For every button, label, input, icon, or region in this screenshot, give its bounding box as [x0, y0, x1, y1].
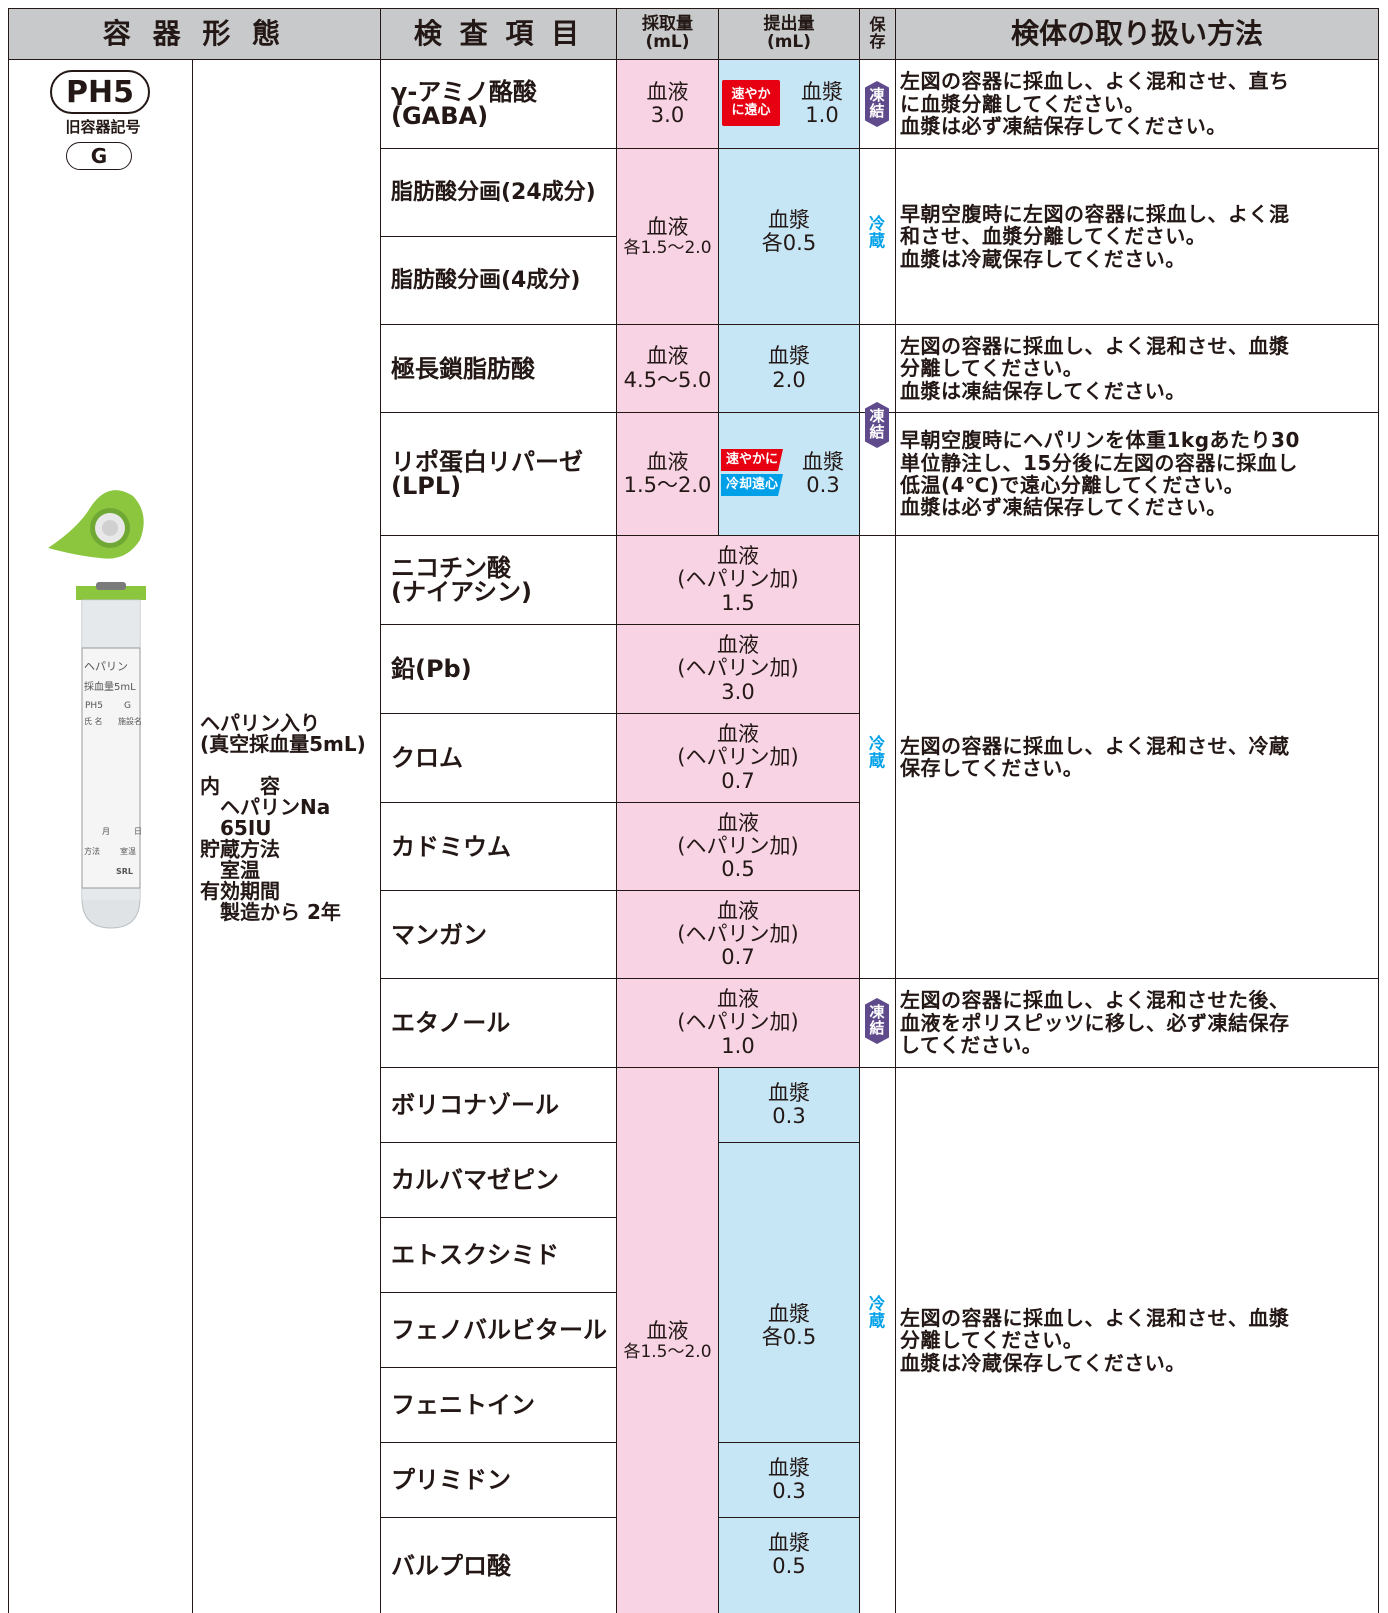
tube-label-line: G [124, 701, 131, 711]
old-code-label: 旧容器記号 [65, 118, 141, 136]
test-item: カドミウム [391, 832, 511, 861]
test-item: マンガン [391, 920, 487, 949]
test-item: γ-アミノ酪酸 (GABA) [391, 78, 537, 130]
tube-label-line: 施設名 [118, 716, 142, 726]
test-item: ニコチン酸 (ナイアシン) [391, 554, 532, 606]
tube-label-line: 日 [134, 827, 142, 836]
combined-amount: 血液(ヘパリン加)1.5 [677, 544, 799, 615]
test-item: バルプロ酸 [391, 1551, 511, 1580]
fast-centrifuge-stamp: 速やかに遠心 [722, 80, 780, 126]
prop-line: 内 容 [200, 774, 280, 798]
test-item: クロム [391, 744, 463, 772]
prop-line: ヘパリンNa [200, 795, 331, 819]
container-code-pill: PH5 [50, 70, 150, 114]
header-collection-amount: 採取量 (mL) [616, 8, 719, 60]
handling-text: 左図の容器に採血し、よく混和させ、血漿 分離してください。 血漿は凍結保存してく… [900, 333, 1290, 403]
specimen-table: 容 器 形 態 検 査 項 目 採取量 (mL) 提出量 (mL) 保 存 検体… [8, 8, 1379, 1613]
test-item: 脂肪酸分画(24成分) [391, 179, 596, 205]
cold-centrifuge-stamp: 冷却遠心 [721, 474, 783, 496]
collection-bg-2 [616, 1067, 719, 1613]
tube-label-line: 採血量5mL [84, 680, 136, 693]
submission-amount: 血漿各0.5 [761, 208, 817, 256]
frozen-badge: 凍結 [865, 998, 889, 1044]
handling-text: 左図の容器に採血し、よく混和させた後、 血液をポリスピッツに移し、必ず凍結保存 … [900, 988, 1290, 1058]
prop-line: 65IU [200, 816, 272, 840]
handling-text: 左図の容器に採血し、よく混和させ、血漿 分離してください。 血漿は冷蔵保存してく… [900, 1305, 1290, 1375]
tube-label-line: PH5 [85, 701, 103, 711]
test-item: ボリコナゾール [391, 1091, 559, 1119]
handling-text: 左図の容器に採血し、よく混和させ、直ち に血漿分離してください。 血漿は必ず凍結… [900, 69, 1290, 139]
old-code-pill: G [66, 142, 132, 170]
header-storage: 保 存 [859, 8, 896, 60]
tube-label-line: 氏 名 [84, 716, 103, 726]
refrigerated-label: 冷蔵 [868, 1294, 885, 1330]
heparin-tube-icon: ヘパリン 採血量5mL PH5 G 氏 名 施設名 月 日 方法 室温 SRL [48, 490, 146, 929]
submission-bg-2 [718, 1067, 860, 1613]
refrigerated-label: 冷蔵 [868, 734, 885, 770]
test-item: 脂肪酸分画(4成分) [391, 267, 581, 293]
tube-label-line: 月 [102, 827, 110, 836]
test-item: 極長鎖脂肪酸 [391, 354, 535, 383]
test-item: プリミドン [391, 1466, 511, 1494]
combined-amount: 血液(ヘパリン加)0.5 [677, 810, 799, 882]
combined-amount: 血液(ヘパリン加)0.7 [677, 898, 799, 970]
tube-label-line: 方法 [84, 846, 100, 856]
prop-line: 有効期間 [200, 879, 280, 903]
prop-line: ヘパリン入り [200, 711, 320, 735]
header-test-item: 検 査 項 目 [380, 8, 617, 60]
header-container: 容 器 形 態 [8, 8, 381, 60]
combined-amount: 血液(ヘパリン加)3.0 [677, 633, 799, 704]
tube-label-line: ヘパリン [84, 660, 128, 673]
frozen-badge: 凍結 [865, 81, 889, 127]
test-item: フェニトイン [391, 1391, 535, 1419]
fast-stamp: 速やかに [721, 449, 783, 471]
refrigerated-label: 冷蔵 [868, 214, 885, 250]
tube-body-icon [76, 582, 146, 929]
collection-amount: 血液各1.5〜2.0 [623, 1318, 712, 1362]
frozen-badge: 凍結 [865, 402, 889, 448]
prop-line: 室温 [200, 858, 260, 882]
prop-line: (真空採血量5mL) [200, 732, 366, 756]
test-item: カルバマゼピン [391, 1166, 559, 1194]
handling-text: 早朝空腹時に左図の容器に採血し、よく混 和させ、血漿分離してください。 血漿は冷… [900, 201, 1290, 271]
tube-cap-icon [48, 490, 144, 559]
test-item: 鉛(Pb) [391, 655, 472, 683]
combined-amount: 血液(ヘパリン加)0.7 [677, 722, 799, 793]
collection-bg-1 [616, 60, 719, 535]
handling-text: 早朝空腹時にヘパリンを体重1kgあたり30 単位静注し、15分後に左図の容器に採… [900, 428, 1300, 520]
prop-line: 貯蔵方法 [200, 837, 280, 861]
collection-amount: 血液各1.5〜2.0 [623, 214, 712, 258]
submission-amount: 血漿各0.5 [761, 1302, 817, 1350]
test-item: フェノバルビタール [391, 1316, 607, 1344]
tube-label-line: 室温 [120, 846, 136, 856]
combined-amount: 血液(ヘパリン加)1.0 [677, 987, 799, 1058]
test-item: エタノール [391, 1009, 511, 1037]
tube-label-line: SRL [116, 867, 133, 876]
header-handling: 検体の取り扱い方法 [895, 8, 1379, 60]
handling-text: 左図の容器に採血し、よく混和させ、冷蔵 保存してください。 [900, 733, 1290, 780]
test-item: リポ蛋白リパーゼ (LPL) [391, 448, 583, 500]
prop-line: 製造から 2年 [200, 900, 341, 924]
tube-label: ヘパリン 採血量5mL PH5 G 氏 名 施設名 月 日 方法 室温 SRL [84, 660, 142, 876]
header-submission-amount: 提出量 (mL) [718, 8, 860, 60]
test-item: エトスクシミド [391, 1241, 559, 1269]
